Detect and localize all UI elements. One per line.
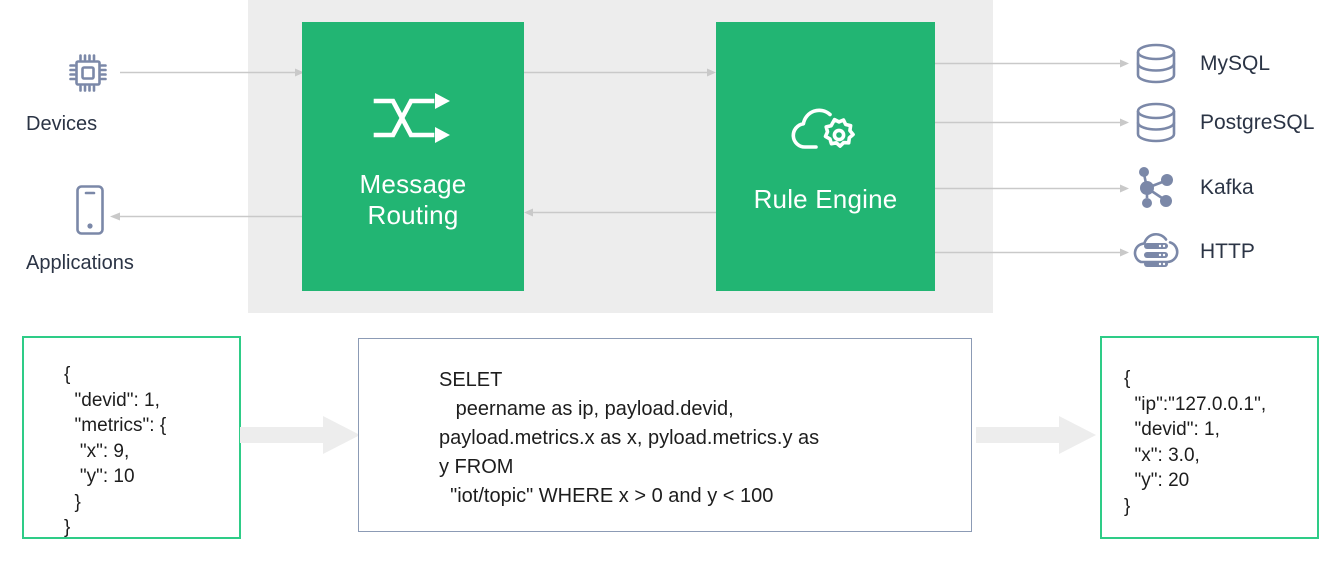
label-line-1: Message	[359, 168, 467, 199]
endpoint-http: HTTP	[1130, 228, 1255, 276]
endpoint-applications-label: Applications	[26, 252, 134, 274]
process-box-rule-engine[interactable]: Rule Engine	[716, 22, 935, 291]
flow-arrow-sql-to-output	[976, 414, 1096, 456]
connector-rule-engine-to-kafka	[935, 184, 1129, 193]
process-box-rule-engine-label: Rule Engine	[753, 184, 898, 214]
connector-rule-engine-to-http	[935, 248, 1129, 257]
connector-rule-engine-to-mysql	[935, 59, 1129, 68]
flow-arrow-input-to-sql	[240, 414, 360, 456]
endpoint-http-label: HTTP	[1200, 240, 1255, 263]
mobile-phone-icon	[26, 182, 206, 238]
database-cylinder-icon	[1130, 100, 1182, 146]
endpoint-postgresql-label: PostgreSQL	[1200, 111, 1315, 134]
process-box-message-routing[interactable]: Message Routing	[302, 22, 524, 291]
example-input-json-text: { "devid": 1, "metrics": { "x": 9, "y": …	[64, 364, 167, 538]
endpoint-mysql-label: MySQL	[1200, 52, 1271, 75]
connector-rule-engine-to-routing	[524, 208, 716, 217]
connector-routing-to-rule-engine	[524, 68, 716, 77]
endpoint-devices: Devices	[26, 45, 206, 136]
endpoint-devices-label: Devices	[26, 113, 98, 135]
process-box-message-routing-label: Message Routing	[360, 169, 467, 231]
endpoint-kafka: Kafka	[1130, 164, 1254, 212]
database-cylinder-icon	[1130, 41, 1182, 87]
connector-devices-to-routing	[120, 68, 304, 77]
connector-rule-engine-to-postgresql	[935, 118, 1129, 127]
example-sql-rule-text: SELET peername as ip, payload.devid, pay…	[439, 369, 820, 507]
cloud-gear-icon	[783, 98, 869, 168]
label-line-2: Routing	[367, 199, 459, 230]
cloud-server-icon	[1130, 229, 1182, 275]
example-sql-rule-box: SELET peername as ip, payload.devid, pay…	[358, 338, 972, 532]
connector-routing-to-applications	[110, 212, 304, 221]
node-graph-icon	[1130, 165, 1182, 211]
endpoint-postgresql: PostgreSQL	[1130, 99, 1314, 147]
example-output-json-box: { "ip":"127.0.0.1", "devid": 1, "x": 3.0…	[1100, 336, 1319, 539]
example-output-json-text: { "ip":"127.0.0.1", "devid": 1, "x": 3.0…	[1124, 368, 1267, 517]
chip-icon	[26, 45, 206, 101]
shuffle-arrows-icon	[370, 83, 456, 153]
endpoint-mysql: MySQL	[1130, 40, 1270, 88]
endpoint-kafka-label: Kafka	[1200, 176, 1254, 199]
endpoint-applications: Applications	[26, 182, 206, 275]
example-input-json-box: { "devid": 1, "metrics": { "x": 9, "y": …	[22, 336, 241, 539]
